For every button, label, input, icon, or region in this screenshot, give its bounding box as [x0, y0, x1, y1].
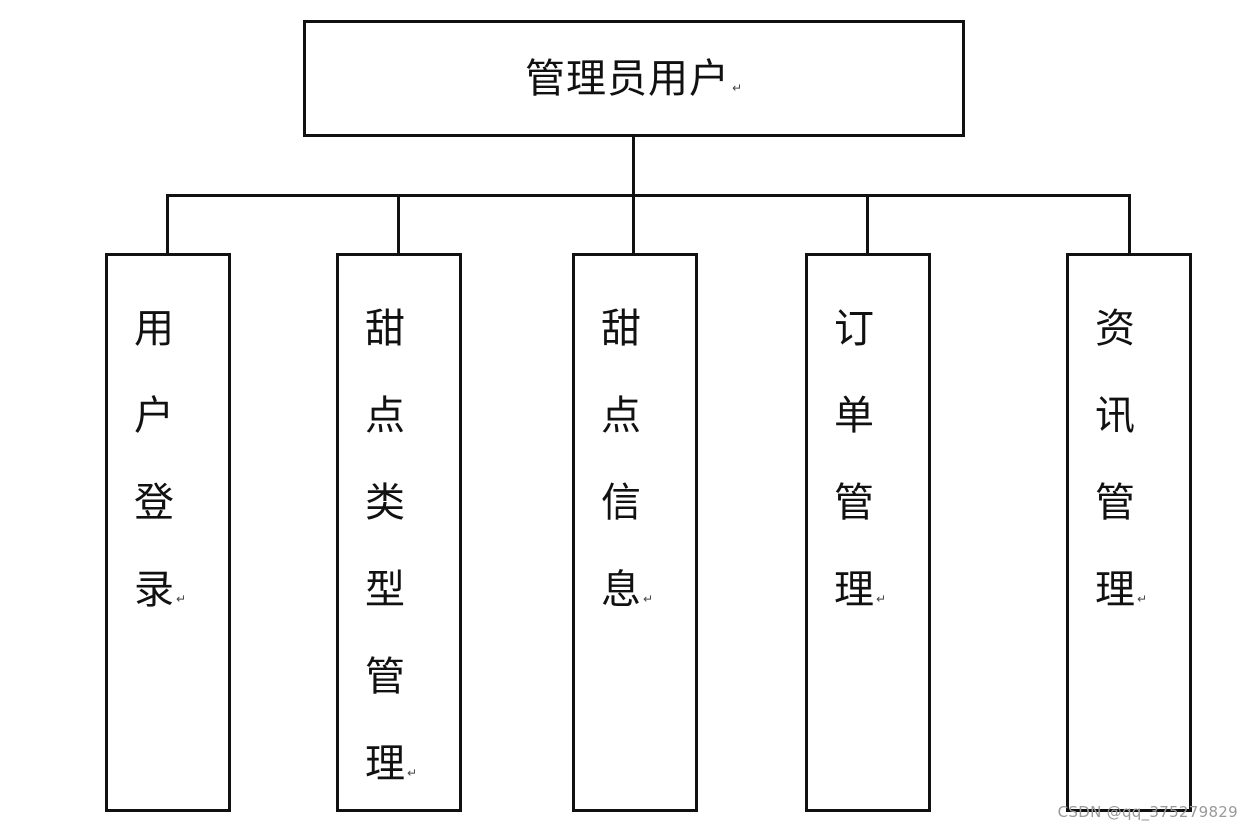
paragraph-mark: ↵ [407, 766, 418, 780]
label-character: 理↵ [834, 567, 887, 613]
label-character: 讯 [1095, 393, 1135, 439]
child-node-dessert-type-management: 甜点类型管理↵ [336, 253, 462, 812]
child-node-news-management: 资讯管理↵ [1066, 253, 1192, 812]
child-node-order-management: 订单管理↵ [805, 253, 931, 812]
child-node-user-login: 用户登录↵ [105, 253, 231, 812]
root-stem-connector [632, 137, 635, 196]
label-character: 型 [365, 567, 405, 613]
label-character: 信 [601, 480, 641, 526]
paragraph-mark: ↵ [176, 592, 187, 606]
root-node-label: 管理员用户↵ [524, 55, 744, 102]
child-connector-1 [166, 194, 169, 255]
label-character: 管 [1095, 480, 1135, 526]
horizontal-bus-connector [166, 194, 1131, 197]
label-character: 类 [365, 480, 405, 526]
label-character: 理↵ [365, 741, 418, 787]
watermark-text: CSDN @qq_375279829 [1057, 803, 1238, 821]
label-character: 点 [365, 393, 405, 439]
child-node-dessert-info: 甜点信息↵ [572, 253, 698, 812]
label-character: 资 [1095, 306, 1135, 352]
paragraph-mark: ↵ [643, 592, 654, 606]
label-character: 管 [834, 480, 874, 526]
label-character: 户 [134, 393, 174, 439]
label-character: 息↵ [601, 567, 654, 613]
child-node-label: 甜点信息↵ [601, 286, 671, 643]
child-node-label: 用户登录↵ [134, 286, 204, 643]
child-connector-3 [632, 194, 635, 255]
paragraph-mark: ↵ [1137, 592, 1148, 606]
child-connector-5 [1128, 194, 1131, 255]
child-node-label: 甜点类型管理↵ [365, 286, 435, 817]
label-character: 甜 [601, 306, 641, 352]
child-connector-4 [866, 194, 869, 255]
label-character: 理↵ [1095, 567, 1148, 613]
paragraph-mark: ↵ [876, 592, 887, 606]
label-character: 用 [134, 306, 174, 352]
label-character: 登 [134, 480, 174, 526]
label-character: 点 [601, 393, 641, 439]
label-character: 管 [365, 654, 405, 700]
child-node-label: 资讯管理↵ [1095, 286, 1165, 643]
label-character: 单 [834, 393, 874, 439]
paragraph-mark: ↵ [731, 80, 744, 95]
child-connector-2 [397, 194, 400, 255]
child-node-label: 订单管理↵ [834, 286, 904, 643]
label-character: 录↵ [134, 567, 187, 613]
label-character: 订 [834, 306, 874, 352]
label-character: 甜 [365, 306, 405, 352]
root-node: 管理员用户↵ [303, 20, 965, 137]
